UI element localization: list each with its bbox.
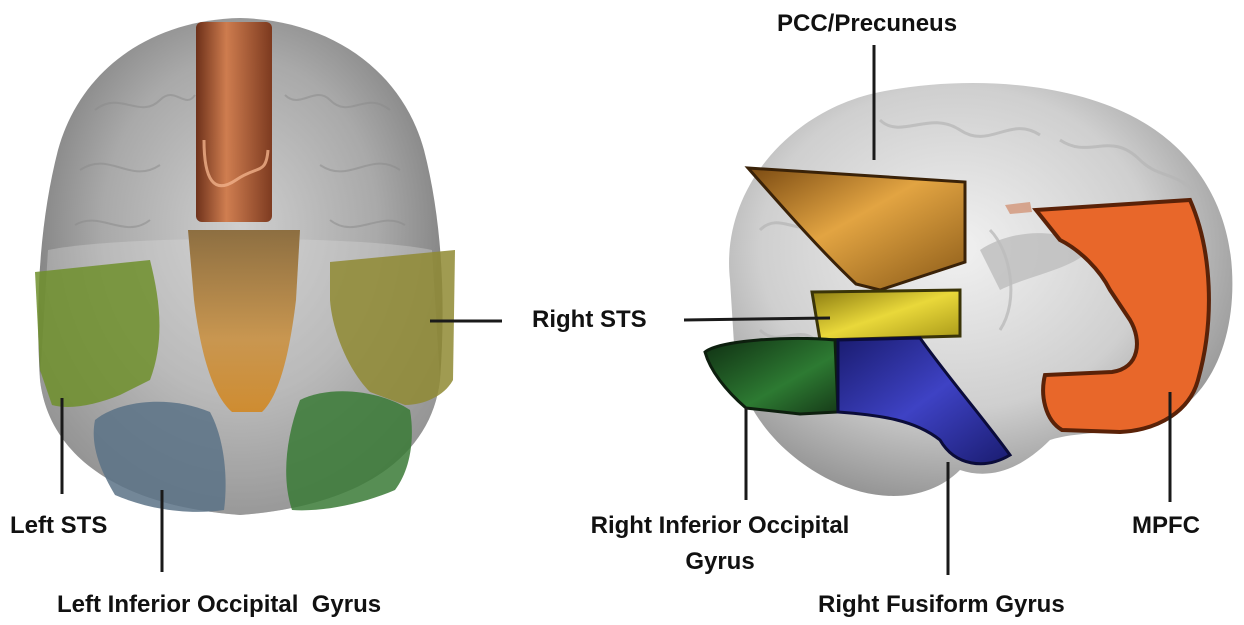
label-right-iog-line2: Gyrus [570, 548, 870, 576]
label-mpfc: MPFC [1132, 512, 1200, 540]
sagittal-right-iog-roi [705, 339, 838, 415]
sagittal-brain-view [705, 83, 1232, 496]
label-left-inferior-occipital-gyrus: Left Inferior Occipital Gyrus [57, 591, 381, 619]
axial-right-iog-roi [286, 391, 412, 510]
sagittal-right-sts-roi [812, 290, 960, 340]
axial-brain-view [35, 18, 455, 515]
label-pcc-precuneus: PCC/Precuneus [777, 10, 957, 38]
leader-right-sts-sagittal [684, 318, 830, 320]
label-right-sts: Right STS [532, 306, 647, 334]
label-right-iog-line1: Right Inferior Occipital [570, 512, 870, 540]
axial-left-iog-roi [94, 402, 226, 512]
label-right-inferior-occipital-gyrus: Right Inferior Occipital Gyrus [570, 512, 870, 576]
axial-orange-stripe [196, 22, 272, 222]
label-right-fusiform-gyrus: Right Fusiform Gyrus [818, 591, 1065, 619]
label-left-sts: Left STS [10, 512, 107, 540]
